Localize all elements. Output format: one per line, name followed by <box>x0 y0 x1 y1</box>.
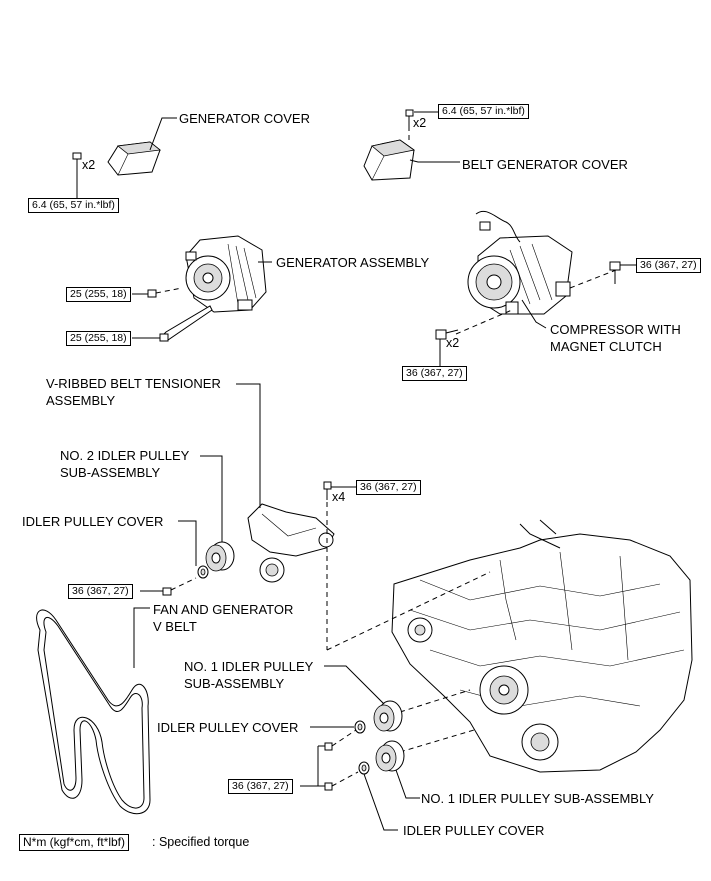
no2-idler-pulley-part <box>205 541 235 572</box>
torque-generator-cover: 6.4 (65, 57 in.*lbf) <box>28 198 119 213</box>
torque-generator-bolt-lower: 25 (255, 18) <box>66 331 131 346</box>
label-no2-idler-line1: NO. 2 IDLER PULLEY <box>60 448 190 463</box>
label-fan-belt-line1: FAN AND GENERATOR <box>153 602 294 617</box>
torque-compressor-right: 36 (367, 27) <box>636 258 701 273</box>
no1-idler-pulley-lower-part <box>375 740 405 772</box>
no1-idler-upper-leader <box>324 665 385 705</box>
idler-cover-lower-part <box>358 761 370 775</box>
torque-no2-idler-bolt: 36 (367, 27) <box>68 584 133 599</box>
belt-generator-cover-leader <box>409 159 460 163</box>
idler-cover-lower-leader <box>363 773 398 831</box>
label-no1-idler-line1: NO. 1 IDLER PULLEY <box>184 659 314 674</box>
qty-tensioner: x4 <box>332 490 346 504</box>
qty-belt-generator-cover: x2 <box>413 116 427 130</box>
label-no2-idler-line2: SUB-ASSEMBLY <box>60 465 161 480</box>
compressor-right-bolt <box>609 261 621 284</box>
compressor-connector <box>475 210 521 243</box>
generator-cover-bolt <box>72 152 82 168</box>
torque-no1-idler-bolts: 36 (367, 27) <box>228 779 293 794</box>
engine-block <box>391 519 693 773</box>
qty-compressor: x2 <box>446 336 460 350</box>
generator-cover-part <box>107 141 161 176</box>
idler-cover-upper-leader <box>178 520 197 566</box>
generator-upper-bolt <box>147 287 183 298</box>
no1-idler-bolts <box>317 729 359 791</box>
no1-idler-pulley-upper-part <box>373 700 403 732</box>
compressor-lower-dash <box>455 309 513 335</box>
label-no1-idler-lower: NO. 1 IDLER PULLEY SUB-ASSEMBLY <box>421 791 654 806</box>
torque-belt-generator-cover: 6.4 (65, 57 in.*lbf) <box>438 104 529 119</box>
label-idler-cover-middle: IDLER PULLEY COVER <box>157 720 299 735</box>
idler-cover-upper-part <box>197 565 209 579</box>
tensioner-part <box>247 503 335 583</box>
label-fan-belt-line2: V BELT <box>153 619 197 634</box>
torque-generator-bolt-upper: 25 (255, 18) <box>66 287 131 302</box>
label-no1-idler-line2: SUB-ASSEMBLY <box>184 676 285 691</box>
tensioner-bolt <box>323 481 332 500</box>
legend-text: : Specified torque <box>152 835 250 849</box>
fan-generator-belt <box>36 609 151 815</box>
engine-dash-c <box>399 729 475 753</box>
belt-generator-cover-part <box>363 139 415 181</box>
label-idler-cover-lower: IDLER PULLEY COVER <box>403 823 545 838</box>
compressor-leader <box>521 299 547 329</box>
engine-dash-b <box>399 689 471 713</box>
idler-cover-middle-part <box>354 720 366 734</box>
label-compressor-line1: COMPRESSOR WITH <box>550 322 681 337</box>
generator-long-bolt <box>159 305 213 342</box>
compressor-part <box>467 235 573 315</box>
compressor-right-dash <box>569 269 617 289</box>
no2-idler-leader <box>200 455 223 542</box>
belt-generator-cover-bolt <box>405 109 414 142</box>
no2-idler-bolt <box>162 577 197 596</box>
generator-assembly-part <box>185 235 267 313</box>
no1-idler-lower-leader <box>395 769 420 799</box>
tensioner-leader <box>236 383 261 508</box>
generator-cover-leader <box>149 117 177 151</box>
torque-tensioner-bolts: 36 (367, 27) <box>356 480 421 495</box>
engine-dash-a <box>326 571 491 651</box>
label-tensioner-line1: V-RIBBED BELT TENSIONER <box>46 376 221 391</box>
torque-compressor-lower: 36 (367, 27) <box>402 366 467 381</box>
label-generator-cover: GENERATOR COVER <box>179 111 310 126</box>
label-tensioner-line2: ASSEMBLY <box>46 393 116 408</box>
label-compressor-line2: MAGNET CLUTCH <box>550 339 662 354</box>
label-idler-cover-upper: IDLER PULLEY COVER <box>22 514 164 529</box>
legend-unit-box: N*m (kgf*cm, ft*lbf) <box>19 834 130 851</box>
compressor-lower-bolt <box>435 329 459 340</box>
label-belt-generator-cover: BELT GENERATOR COVER <box>462 157 628 172</box>
label-generator-assembly: GENERATOR ASSEMBLY <box>276 255 430 270</box>
qty-generator-cover: x2 <box>82 158 96 172</box>
fan-belt-leader <box>133 607 150 668</box>
